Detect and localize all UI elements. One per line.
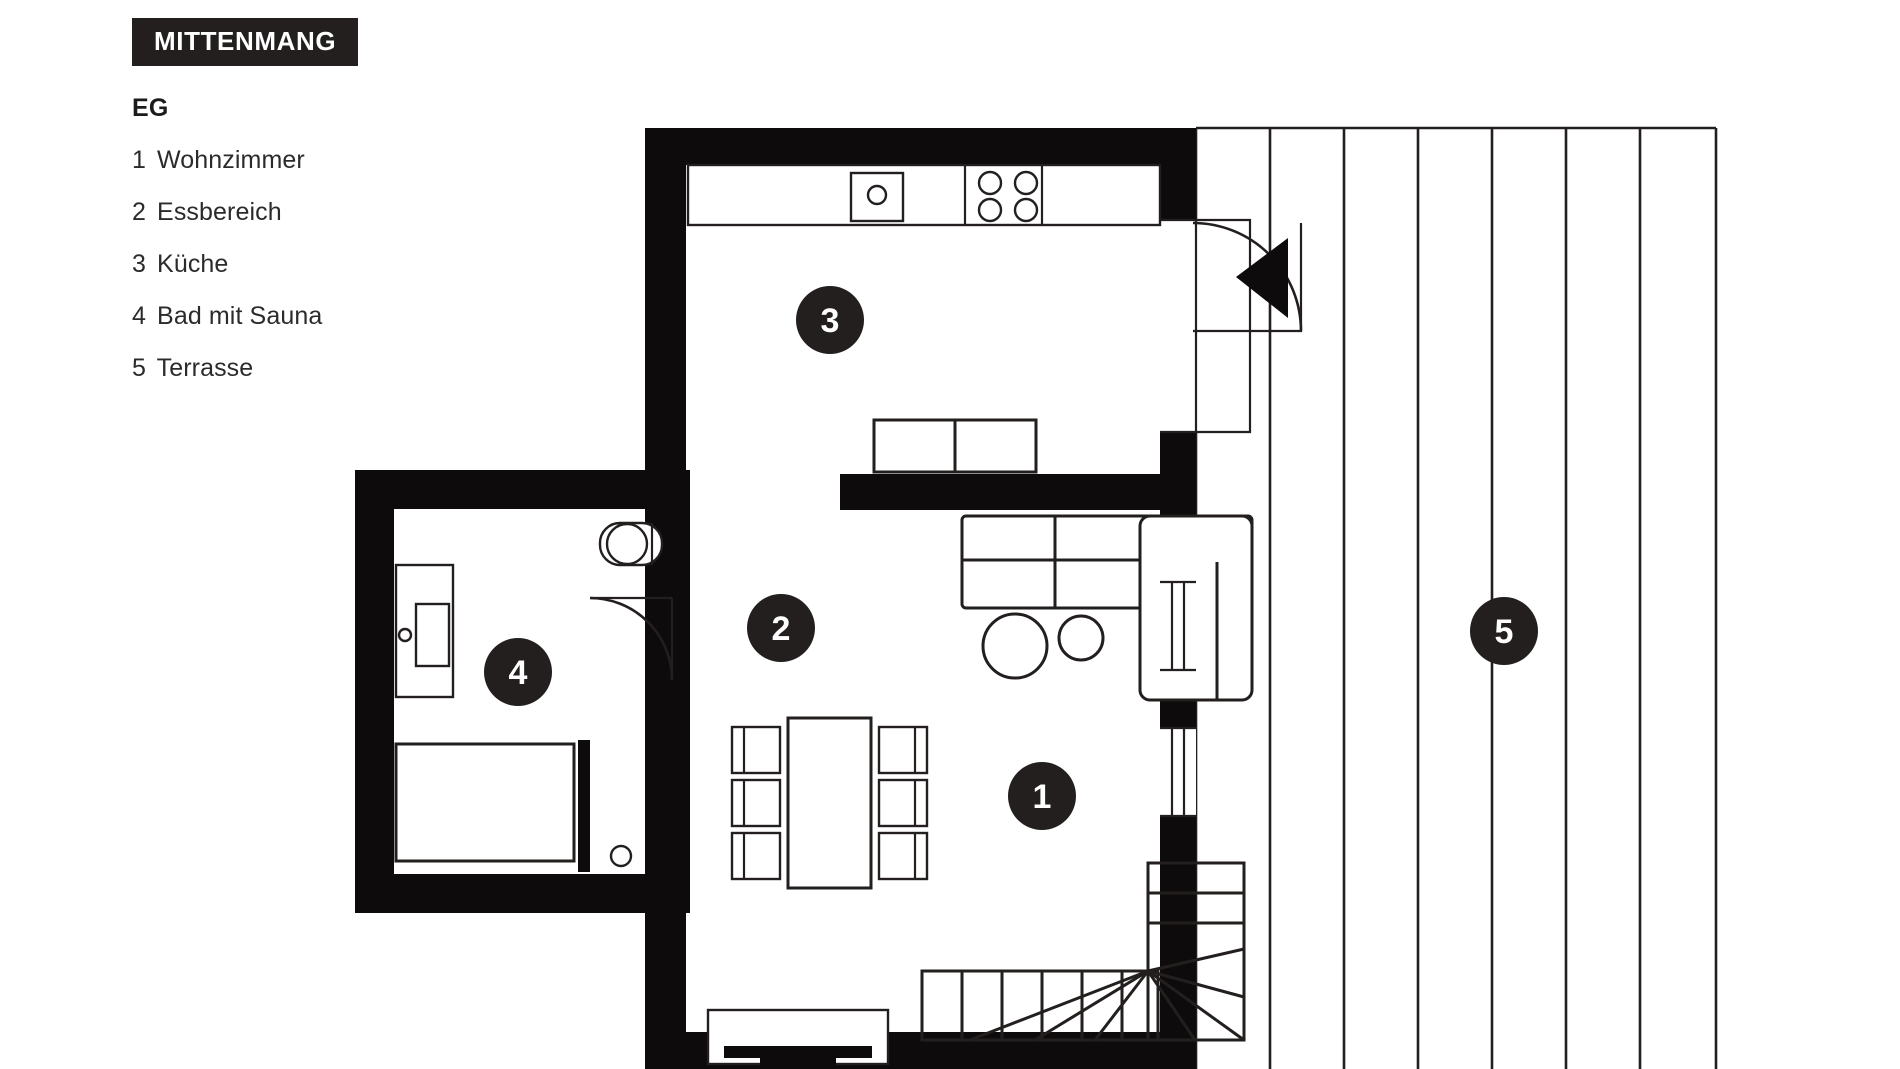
room-marker-2-label: 2 bbox=[772, 610, 791, 648]
legend-item-1-label: Wohnzimmer bbox=[157, 146, 305, 174]
kitchen-cooktop bbox=[977, 170, 1039, 223]
legend-panel: MITTENMANG EG 1 Wohnzimmer 2 Essbereich … bbox=[132, 18, 552, 383]
legend-item-3: 3 Küche bbox=[132, 250, 552, 279]
shower-drain bbox=[609, 844, 633, 868]
toilet bbox=[598, 521, 664, 567]
legend-item-2-number: 2 bbox=[132, 198, 147, 226]
dining-chairs bbox=[730, 725, 929, 881]
sideboard bbox=[872, 418, 1038, 474]
legend-item-1-number: 1 bbox=[132, 146, 147, 174]
sauna bbox=[394, 742, 576, 863]
entry-vestibule bbox=[1160, 218, 1252, 434]
window-living-lower bbox=[1160, 726, 1196, 818]
kitchen-sink bbox=[849, 171, 905, 223]
tv-media-unit bbox=[706, 1008, 890, 1069]
room-marker-4-label: 4 bbox=[509, 654, 528, 692]
dining-table bbox=[786, 716, 873, 890]
room-marker-2: 2 bbox=[747, 594, 815, 662]
legend-item-4-label: Bad mit Sauna bbox=[157, 302, 323, 330]
legend-item-2: 2 Essbereich bbox=[132, 198, 552, 227]
legend-item-1: 1 Wohnzimmer bbox=[132, 146, 552, 175]
legend-item-5-label: Terrasse bbox=[156, 354, 254, 382]
room-marker-5-label: 5 bbox=[1495, 613, 1514, 651]
room-marker-4: 4 bbox=[484, 638, 552, 706]
coffee-table-large bbox=[981, 612, 1049, 680]
entry-door[interactable] bbox=[1192, 221, 1303, 333]
room-marker-1: 1 bbox=[1008, 762, 1076, 830]
room-marker-5: 5 bbox=[1470, 597, 1538, 665]
bathroom-vanity bbox=[394, 563, 455, 699]
legend-item-2-label: Essbereich bbox=[157, 198, 282, 226]
floor-label: EG bbox=[132, 94, 169, 122]
legend-item-5: 5 Terrasse bbox=[132, 354, 552, 383]
sauna-partition bbox=[578, 740, 590, 872]
room-marker-3: 3 bbox=[796, 286, 864, 354]
coffee-table-small bbox=[1057, 614, 1105, 662]
room-marker-3-label: 3 bbox=[821, 302, 840, 340]
legend-item-4: 4 Bad mit Sauna bbox=[132, 302, 552, 331]
bathroom-door[interactable] bbox=[589, 596, 674, 681]
legend-item-5-number: 5 bbox=[132, 354, 147, 382]
legend-item-4-number: 4 bbox=[132, 302, 147, 330]
legend-item-3-number: 3 bbox=[132, 250, 147, 278]
legend-item-3-label: Küche bbox=[157, 250, 229, 278]
kitchen-counter bbox=[686, 163, 1162, 227]
staircase-winder bbox=[969, 861, 1246, 1042]
window-living-upper bbox=[1160, 580, 1196, 672]
legend-list: 1 Wohnzimmer 2 Essbereich 3 Küche 4 Bad … bbox=[132, 146, 552, 383]
room-marker-1-label: 1 bbox=[1033, 778, 1052, 816]
brand-title: MITTENMANG bbox=[132, 18, 359, 66]
